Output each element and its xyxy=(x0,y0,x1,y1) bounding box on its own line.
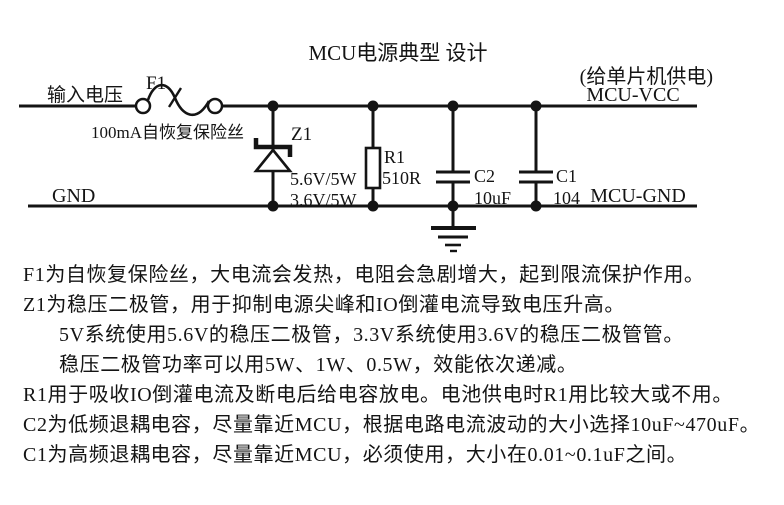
junction-dot xyxy=(267,100,279,112)
junction-dot xyxy=(367,200,379,212)
fuse-tick-icon xyxy=(167,87,183,108)
resistor-value-label: 510R xyxy=(382,168,421,188)
fuse-ref-label: F1 xyxy=(146,73,166,94)
c2-value-label: 10uF xyxy=(474,188,511,208)
c1-ref-label: C1 xyxy=(556,166,577,186)
capacitor-c2-symbol xyxy=(436,106,470,206)
junction-dot xyxy=(367,100,379,112)
zener-rating-3v3-label: 3.6V/5W xyxy=(290,190,357,210)
junction-dots xyxy=(267,100,542,212)
note-line-c1: C1为高频退耦电容，尽量靠近MCU，必须使用，大小在0.01~0.1uF之间。 xyxy=(23,444,688,466)
note-line-zener-choice: 5V系统使用5.6V的稳压二极管，3.3V系统使用3.6V的稳压二极管管。 xyxy=(59,324,684,346)
fuse-description-label: 100mA自恢复保险丝 xyxy=(91,123,244,142)
note-line-zener-power: 稳压二极管功率可以用5W、1W、0.5W，效能依次递减。 xyxy=(59,354,578,376)
note-line-r1: R1用于吸收IO倒灌电流及断电后给电容放电。电池供电时R1用比较大或不用。 xyxy=(23,384,733,406)
resistor-ref-label: R1 xyxy=(384,147,405,167)
zener-rating-5v-label: 5.6V/5W xyxy=(290,169,357,189)
notes-block: F1为自恢复保险丝，大电流会发热，电阻会急剧增大，起到限流保护作用。 Z1为稳压… xyxy=(23,260,783,470)
resistor-body-icon xyxy=(364,146,382,190)
fuse-terminal-left-icon xyxy=(134,97,152,115)
page-title: MCU电源典型 设计 xyxy=(308,41,487,65)
zener-cathode-bar-icon xyxy=(253,138,293,157)
net-label-gnd: GND xyxy=(52,185,95,207)
junction-dot xyxy=(267,200,279,212)
net-label-mcu-gnd: MCU-GND xyxy=(590,185,686,207)
note-line-f1: F1为自恢复保险丝，大电流会发热，电阻会急剧增大，起到限流保护作用。 xyxy=(23,264,705,286)
circuit-schematic: MCU电源典型 设计 (给单片机供电) MCU-VCC MCU-GND 输入电压… xyxy=(19,41,713,253)
power-rails xyxy=(19,104,697,208)
c2-ref-label: C2 xyxy=(474,166,495,186)
note-line-c2: C2为低频退耦电容，尽量靠近MCU，根据电路电流波动的大小选择10uF~470u… xyxy=(23,414,761,436)
c1-value-label: 104 xyxy=(553,188,580,208)
junction-dot xyxy=(447,100,459,112)
junction-dot xyxy=(530,100,542,112)
zener-anode-triangle-icon xyxy=(253,147,293,173)
fuse-terminal-right-icon xyxy=(206,97,224,115)
junction-dot xyxy=(447,200,459,212)
net-label-input-voltage: 输入电压 xyxy=(47,84,123,106)
ground-symbol xyxy=(431,206,476,253)
note-line-z1: Z1为稳压二极管，用于抑制电源尖峰和IO倒灌电流导致电压升高。 xyxy=(23,294,625,316)
zener-ref-label: Z1 xyxy=(291,124,312,145)
junction-dot xyxy=(530,200,542,212)
capacitor-c1-symbol xyxy=(519,106,553,206)
resistor-r1-symbol xyxy=(364,106,382,206)
net-label-mcu-vcc: MCU-VCC xyxy=(586,84,679,106)
zener-z1-symbol xyxy=(253,106,293,206)
supply-note-label: (给单片机供电) xyxy=(580,65,713,88)
fuse-f1-symbol xyxy=(134,83,224,116)
